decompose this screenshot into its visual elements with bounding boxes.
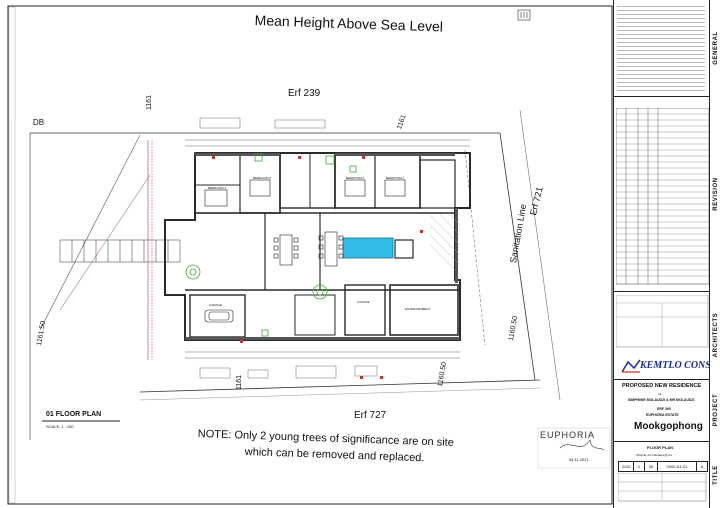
stamp-signature	[559, 439, 605, 451]
swimming-pool	[342, 237, 394, 259]
tab-title: TITLE	[709, 441, 720, 508]
driveway-paving	[59, 239, 181, 263]
sheet-number: 2115	[619, 462, 634, 471]
kemtlo-logo-icon	[621, 359, 641, 373]
title-block: GENERAL	[613, 0, 720, 508]
dining-table	[273, 231, 344, 267]
garage-cars	[204, 309, 234, 323]
sanitation-line	[464, 149, 486, 346]
general-notes-text	[617, 4, 705, 92]
tab-revision: REVISION	[709, 96, 720, 291]
project-client: SIMPHIWE MOLAUDZI & MR MOLAUDZI	[628, 398, 695, 402]
architects-section: KEMTLO CONSULTING ARCHITECTS	[614, 291, 720, 380]
erf-top-label: Erf 239	[288, 88, 321, 99]
approval-grid	[618, 473, 707, 502]
room-label-bedroom-3: BEDROOM 3	[253, 176, 272, 180]
patio-hatch	[429, 214, 461, 271]
project-erf: ERF 390	[657, 407, 671, 411]
boundary-right	[499, 132, 536, 381]
sheet-border	[7, 5, 613, 505]
scale-note: SCALE: As indicated @ A1	[636, 453, 672, 457]
floor-plan-drawing	[7, 5, 613, 505]
beds	[204, 179, 406, 207]
revision-letter: A	[700, 464, 704, 469]
plan-scale: SCALE: 1 : 100	[46, 424, 74, 429]
left-margin-strip	[8, 6, 16, 504]
project-title: PROPOSED NEW RESIDENCE	[622, 383, 702, 389]
revision-table	[616, 108, 710, 285]
sheet-title: FLOOR PLAN	[647, 445, 673, 450]
room-label-bedroom-4: BEDROOM 4	[208, 186, 227, 190]
room-label-bedroom-1: BEDROOM 1	[386, 176, 405, 180]
tab-project: PROJECT	[709, 379, 720, 441]
dim-left-a: 1161	[146, 94, 153, 110]
north-arrow-box	[517, 9, 531, 21]
erf-bottom-label: Erf 727	[354, 410, 387, 421]
boundary-bottom	[139, 379, 541, 393]
title-section: FLOOR PLAN SCALE: As indicated @ A1 2115…	[614, 441, 720, 508]
boundary-right-2	[519, 109, 561, 401]
revision-section: REVISION	[614, 96, 720, 292]
drawing-number: 2000-A1-01	[658, 462, 697, 471]
annotation-boxes	[199, 117, 378, 379]
tab-general: GENERAL	[709, 0, 720, 96]
db-label: DB	[33, 118, 45, 127]
project-town: Mookgophong	[634, 421, 703, 432]
tab-architects: ARCHITECTS	[709, 291, 720, 379]
stamp-date: 04.11.2021	[569, 457, 589, 462]
plan-title: 01 FLOOR PLAN	[46, 411, 102, 418]
red-markers	[212, 156, 423, 379]
sheet-cell-3: 00	[645, 462, 658, 471]
wall-hatch	[185, 153, 460, 340]
stamp-brand: EUPHORIA	[540, 430, 596, 440]
company-logo: KEMTLO CONSULTING	[620, 357, 720, 375]
dim-bottom: 1161	[236, 374, 243, 390]
room-label-entertainment: ENTERTAINMENT	[405, 307, 431, 311]
room-label-garage: GARAGE	[209, 303, 222, 307]
project-for: for	[658, 392, 662, 396]
general-section: GENERAL	[614, 0, 720, 97]
project-estate: EUPHORIA ESTATE	[646, 413, 679, 417]
architect-schedule	[616, 295, 709, 348]
room-label-bedroom-2: BEDROOM 2	[346, 176, 365, 180]
sheet-cell-2: 1	[634, 462, 645, 471]
project-section: PROPOSED NEW RESIDENCE for SIMPHIWE MOLA…	[614, 379, 720, 442]
boundary-diag-left	[39, 134, 141, 331]
sheet-number-row: 2115 1 00 2000-A1-01 A	[618, 461, 708, 472]
company-name: KEMTLO CONSULTING	[640, 360, 720, 371]
green-markers	[185, 153, 357, 337]
room-label-lounge: LOUNGE	[357, 300, 370, 304]
